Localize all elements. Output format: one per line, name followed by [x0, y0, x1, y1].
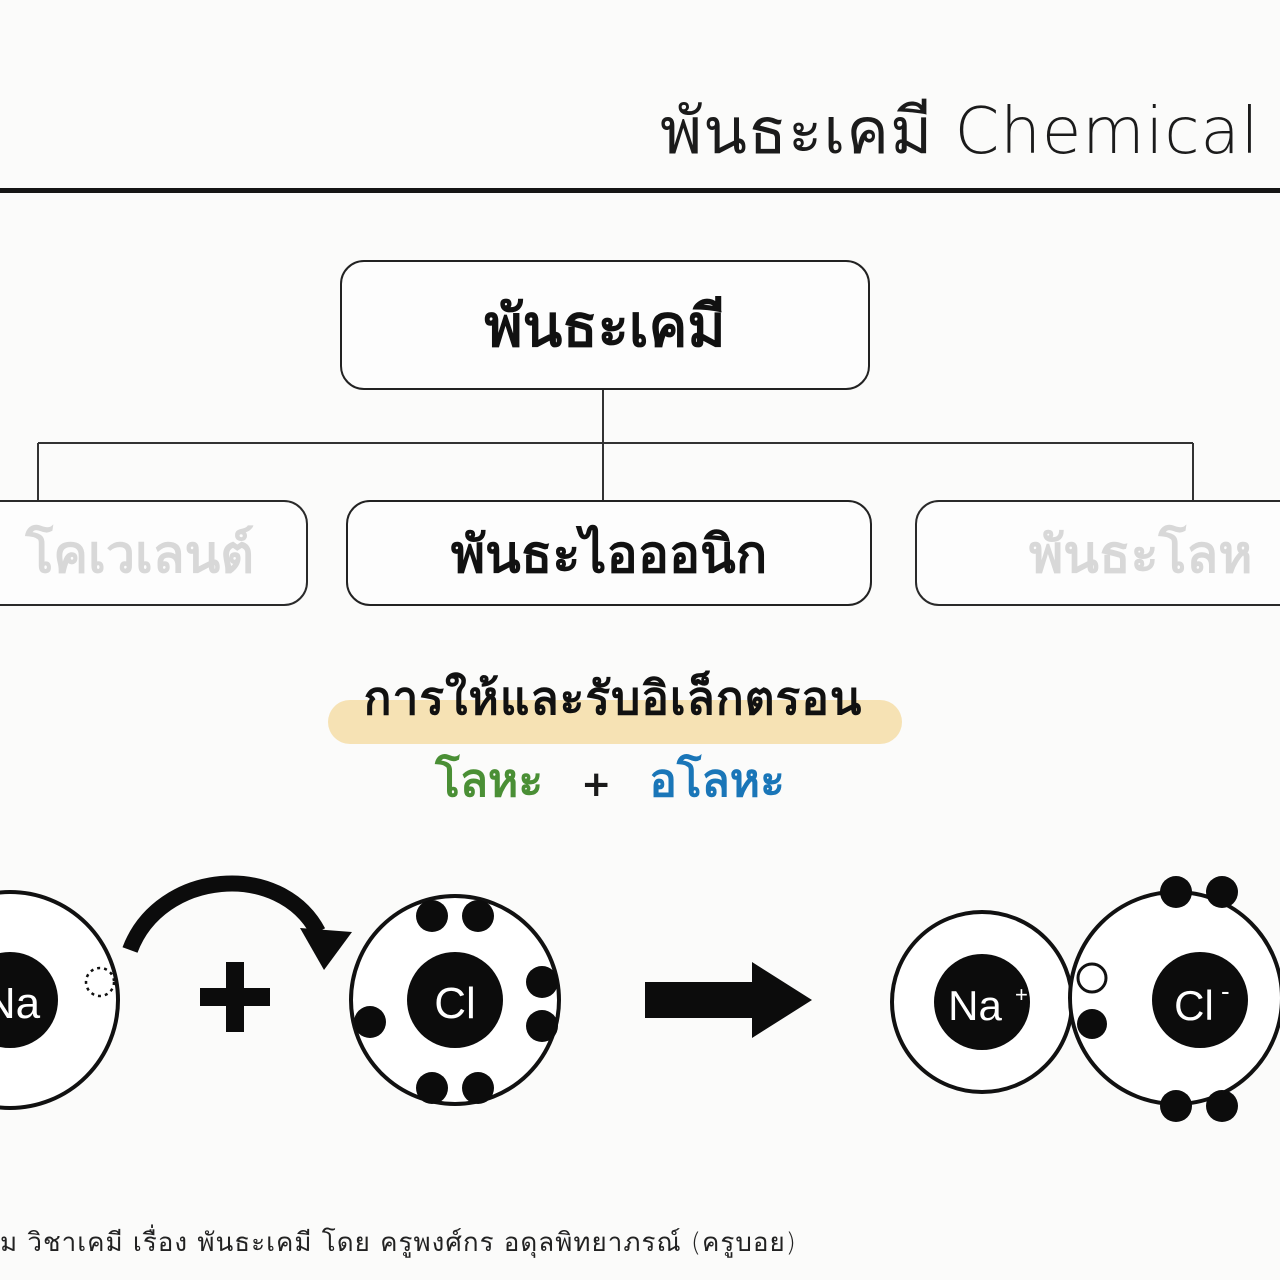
sodium-ion-charge: +	[1015, 982, 1028, 1007]
chloride-ion: Cl -	[1068, 876, 1280, 1122]
chloride-ion-symbol: Cl	[1174, 982, 1214, 1029]
sodium-ion: Na +	[890, 910, 1074, 1094]
chemical-bond-root-box: พันธะเคมี	[340, 260, 870, 390]
tree-connectors	[37, 390, 1194, 502]
chloride-ion-charge: -	[1221, 976, 1230, 1006]
metallic-bond-box: พันธะโลห	[915, 500, 1280, 606]
footer-credit: ม วิชาเคมี เรื่อง พันธะเคมี โดย ครูพงศ์ก…	[0, 1228, 797, 1258]
sodium-atom: Na	[0, 890, 120, 1110]
chlorine-atom: Cl	[349, 894, 561, 1106]
electron-transfer-text: การให้และรับอิเล็กตรอน	[363, 671, 863, 725]
sodium-symbol: Na	[0, 979, 41, 1028]
covalent-bond-box: โคเวเลนต์	[0, 500, 308, 606]
reaction-arrow-icon	[645, 962, 812, 1038]
nonmetal-label: อโลหะ	[649, 753, 785, 807]
chlorine-symbol: Cl	[434, 979, 476, 1028]
ionic-bond-box: พันธะไอออนิก	[346, 500, 872, 606]
title-divider	[0, 188, 1280, 193]
plus-label: +	[581, 764, 612, 805]
ionic-bond-reaction-diagram: Na Cl Na + Cl -	[0, 875, 1280, 1122]
plus-icon	[200, 962, 270, 1032]
transferred-electron	[1076, 962, 1108, 994]
slide-title: พันธะเคมี Chemical	[660, 95, 1260, 169]
vacant-electron	[84, 966, 116, 998]
metal-label: โลหะ	[435, 753, 544, 807]
sodium-ion-symbol: Na	[948, 982, 1002, 1029]
electron-transfer-arrow-icon	[122, 875, 326, 954]
curved-arrow-head-icon	[300, 928, 352, 970]
metal-nonmetal-pair: โลหะ + อโลหะ	[330, 744, 890, 817]
description-highlight	[328, 700, 902, 744]
